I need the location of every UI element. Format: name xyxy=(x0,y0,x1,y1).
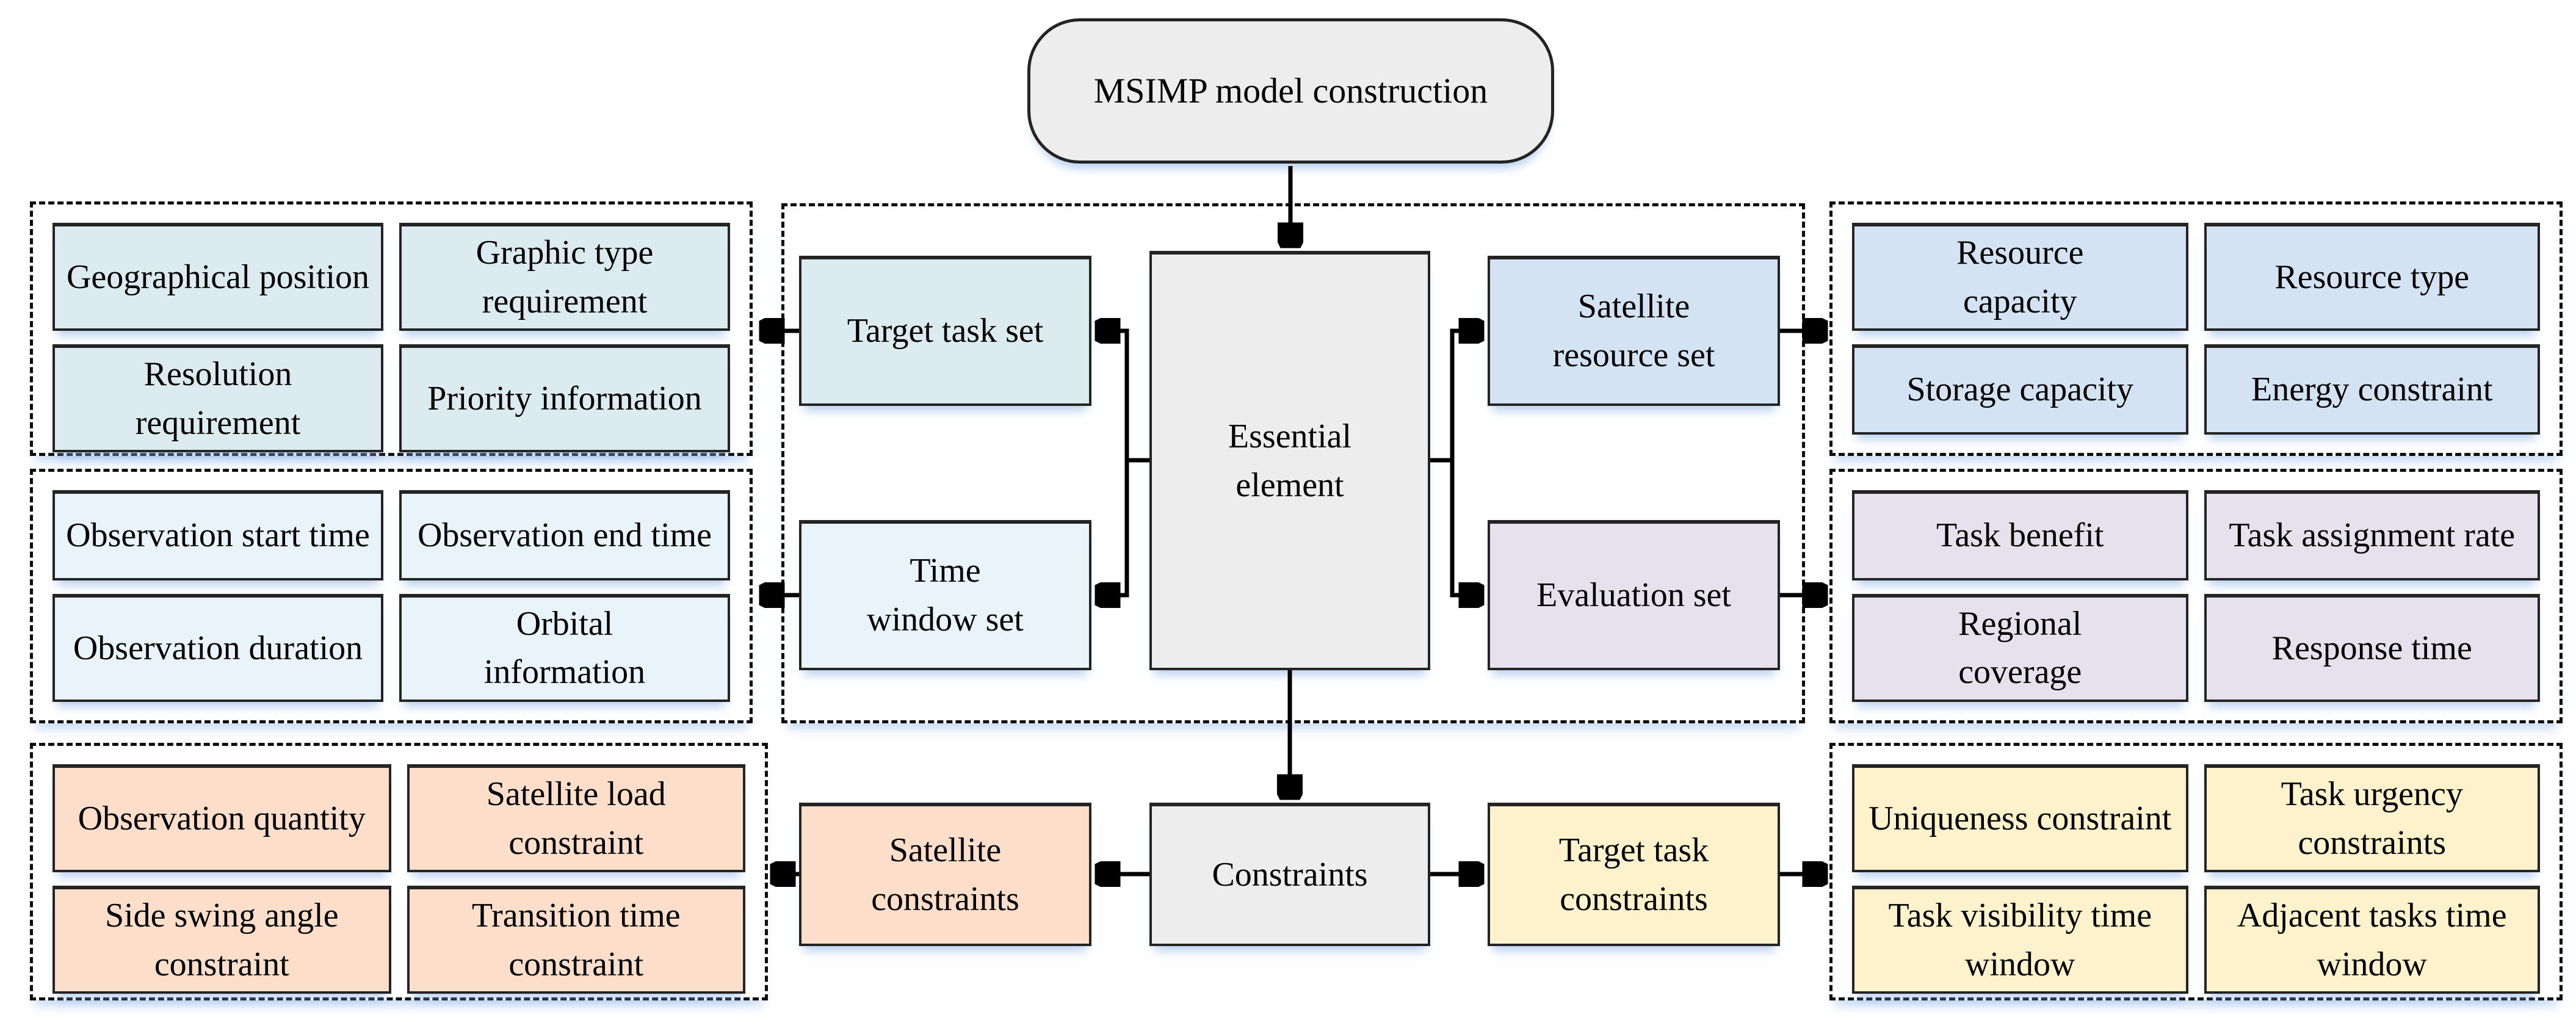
node-essential-element: Essential element xyxy=(1149,251,1430,670)
group-evaluation-info: Task benefit Task assignment rate Region… xyxy=(1829,469,2563,723)
node-msimp-model-construction: MSIMP model construction xyxy=(1027,18,1554,164)
node-target-task-constraints: Target task constraints xyxy=(1488,803,1780,946)
node-evaluation-set: Evaluation set xyxy=(1488,520,1780,670)
info-box-observation-end-time: Observation end time xyxy=(399,490,730,580)
info-box-storage-capacity: Storage capacity xyxy=(1852,344,2188,435)
info-box-resource-type: Resource type xyxy=(2204,223,2540,331)
node-label: MSIMP model construction xyxy=(1093,70,1488,110)
info-box-side-swing-angle-constraint: Side swing angle constraint xyxy=(52,886,391,994)
node-label: Satellite resource set xyxy=(1552,287,1715,374)
group-target-task-info: Geographical position Graphic type requi… xyxy=(30,201,753,456)
info-box-satellite-load-constraint: Satellite load constraint xyxy=(407,764,745,873)
node-label: Constraints xyxy=(1212,855,1368,894)
info-box-orbital-information: Orbital information xyxy=(399,593,730,702)
info-box-observation-duration: Observation duration xyxy=(52,593,383,702)
info-box-response-time: Response time xyxy=(2204,593,2540,702)
info-box-priority-information: Priority information xyxy=(399,344,730,453)
node-label: Satellite constraints xyxy=(871,831,1019,918)
info-box-resolution-requirement: Resolution requirement xyxy=(52,344,383,453)
info-box-transition-time-constraint: Transition time constraint xyxy=(407,886,745,994)
node-label: Target task constraints xyxy=(1558,831,1709,918)
info-box-regional-coverage: Regional coverage xyxy=(1852,593,2188,702)
node-target-task-set: Target task set xyxy=(799,256,1091,406)
node-label: Essential element xyxy=(1228,417,1352,504)
info-box-resource-capacity: Resource capacity xyxy=(1852,223,2188,331)
info-box-geographical-position: Geographical position xyxy=(52,223,383,331)
node-satellite-constraints: Satellite constraints xyxy=(799,803,1091,946)
info-box-adjacent-tasks-time-window: Adjacent tasks time window xyxy=(2204,886,2540,994)
info-box-graphic-type-requirement: Graphic type requirement xyxy=(399,223,730,331)
info-box-observation-quantity: Observation quantity xyxy=(52,764,391,873)
group-satellite-resource-info: Resource capacity Resource type Storage … xyxy=(1829,201,2563,456)
node-satellite-resource-set: Satellite resource set xyxy=(1488,256,1780,406)
node-label: Target task set xyxy=(847,312,1044,350)
info-box-task-assignment-rate: Task assignment rate xyxy=(2204,490,2540,580)
info-box-uniqueness-constraint: Uniqueness constraint xyxy=(1852,764,2188,873)
node-label: Evaluation set xyxy=(1536,576,1731,615)
group-target-task-constraint-info: Uniqueness constraint Task urgency const… xyxy=(1829,743,2563,1000)
info-box-observation-start-time: Observation start time xyxy=(52,490,383,580)
node-label: Time window set xyxy=(867,552,1024,638)
group-satellite-constraint-info: Observation quantity Satellite load cons… xyxy=(30,743,768,1000)
info-box-task-benefit: Task benefit xyxy=(1852,490,2188,580)
node-time-window-set: Time window set xyxy=(799,520,1091,670)
info-box-task-visibility-time-window: Task visibility time window xyxy=(1852,886,2188,994)
info-box-task-urgency-constraints: Task urgency constraints xyxy=(2204,764,2540,873)
node-constraints: Constraints xyxy=(1149,803,1430,946)
info-box-energy-constraint: Energy constraint xyxy=(2204,344,2540,435)
group-time-window-info: Observation start time Observation end t… xyxy=(30,469,753,723)
